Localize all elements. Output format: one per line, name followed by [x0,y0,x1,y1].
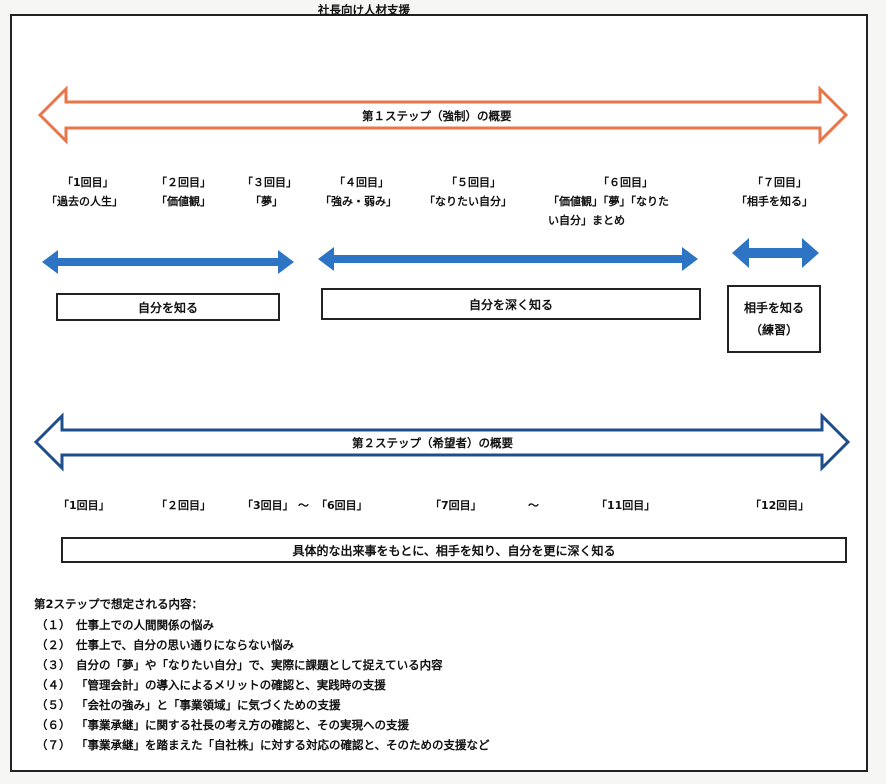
contents-item-4-index: （４） [36,678,71,692]
contents-heading: 第2ステップで想定される内容： [34,597,203,611]
step1-double-arrow [37,85,849,145]
contents-item-6-index: （６） [36,718,71,732]
step1-session-6-topic-line1: 「価値観」「夢」「なりた [548,195,669,208]
contents-item-2-text: 仕事上で、自分の思い通りにならない悩み [76,638,295,652]
contents-item-1: （１） 仕事上での人間関係の悩み [36,617,214,633]
step2-tilde-2: 〜 [528,499,539,512]
step1-session-5-num: 「５回目」 [446,176,501,189]
step1-session-1-topic: 「過去の人生」 [46,195,123,208]
step1-session-6-topic-line2: い自分」まとめ [548,214,625,227]
contents-item-1-index: （１） [36,618,71,632]
step2-double-arrow [33,412,851,472]
step1-session-2-num: 「２回目」 [156,176,211,189]
contents-item-1-text: 仕事上での人間関係の悩み [76,618,214,632]
step2-session-12: 「12回目」 [750,499,810,512]
phase-box-deep: 自分を深く知る [321,288,701,320]
step1-session-4-num: 「４回目」 [334,176,389,189]
step1-session-3-topic: 「夢」 [250,195,283,208]
step1-session-4-topic: 「強み・弱み」 [320,195,397,208]
step2-session-7: 「7回目」 [430,499,482,512]
step1-arrow-label: 第１ステップ（強制）の概要 [362,109,512,123]
step1-session-6-num: 「６回目」 [598,176,653,189]
contents-item-7: （７） 「事業承継」を踏まえた「自社株」に対する対応の確認と、そのための支援など [36,737,490,753]
contents-item-5-text: 「会社の強み」と「事業領域」に気づくための支援 [76,698,341,712]
step2-tilde-1: 〜 [298,499,309,512]
contents-item-7-index: （７） [36,738,71,752]
step1-session-7-num: 「７回目」 [752,176,807,189]
contents-item-2: （２） 仕事上で、自分の思い通りにならない悩み [36,637,294,653]
contents-item-7-text: 「事業承継」を踏まえた「自社株」に対する対応の確認と、そのための支援など [76,738,490,752]
phase-box-self-label: 自分を知る [137,300,198,315]
phase-box-other-sub: （練習） [749,323,798,337]
phase-arrow-other [732,238,819,268]
step2-session-3: 「3回目」 [242,499,294,512]
step2-session-11: 「11回目」 [596,499,656,512]
phase-box-deep-label: 自分を深く知る [468,297,553,312]
diagram-frame [10,14,868,772]
step2-summary-text: 具体的な出来事をもとに、相手を知り、自分を更に深く知る [292,543,616,558]
phase-box-other: 相手を知る （練習） [727,285,821,353]
step1-session-3-num: 「３回目」 [242,176,297,189]
contents-item-2-index: （２） [36,638,71,652]
phase-arrow-self [42,250,294,274]
step2-session-1: 「1回目」 [58,499,110,512]
contents-item-3-index: （３） [36,658,71,672]
step1-session-1-num: 「1回目」 [62,176,114,189]
step2-session-6: 「6回目」 [316,499,368,512]
contents-item-5: （５） 「会社の強み」と「事業領域」に気づくための支援 [36,697,341,713]
page-title: 社長向け人材支援 [318,3,410,17]
contents-item-6-text: 「事業承継」に関する社長の考え方の確認と、その実現への支援 [76,718,410,732]
step1-session-5-topic: 「なりたい自分」 [424,195,512,208]
phase-arrow-deep [318,247,698,271]
contents-item-6: （６） 「事業承継」に関する社長の考え方の確認と、その実現への支援 [36,717,409,733]
phase-box-self: 自分を知る [56,293,280,321]
step1-session-2-topic: 「価値観」 [156,195,211,208]
phase-box-other-label: 相手を知る [743,301,804,315]
contents-item-4-text: 「管理会計」の導入によるメリットの確認と、実践時の支援 [76,678,386,692]
contents-item-5-index: （５） [36,698,71,712]
step2-summary-box: 具体的な出来事をもとに、相手を知り、自分を更に深く知る [61,537,847,563]
step2-session-2: 「２回目」 [156,499,211,512]
contents-item-3-text: 自分の「夢」や「なりたい自分」で、実際に課題として捉えている内容 [76,658,443,672]
contents-item-3: （３） 自分の「夢」や「なりたい自分」で、実際に課題として捉えている内容 [36,657,443,673]
contents-item-4: （４） 「管理会計」の導入によるメリットの確認と、実践時の支援 [36,677,386,693]
step1-session-7-topic: 「相手を知る」 [736,195,813,208]
step2-arrow-label: 第２ステップ（希望者）の概要 [352,436,513,450]
